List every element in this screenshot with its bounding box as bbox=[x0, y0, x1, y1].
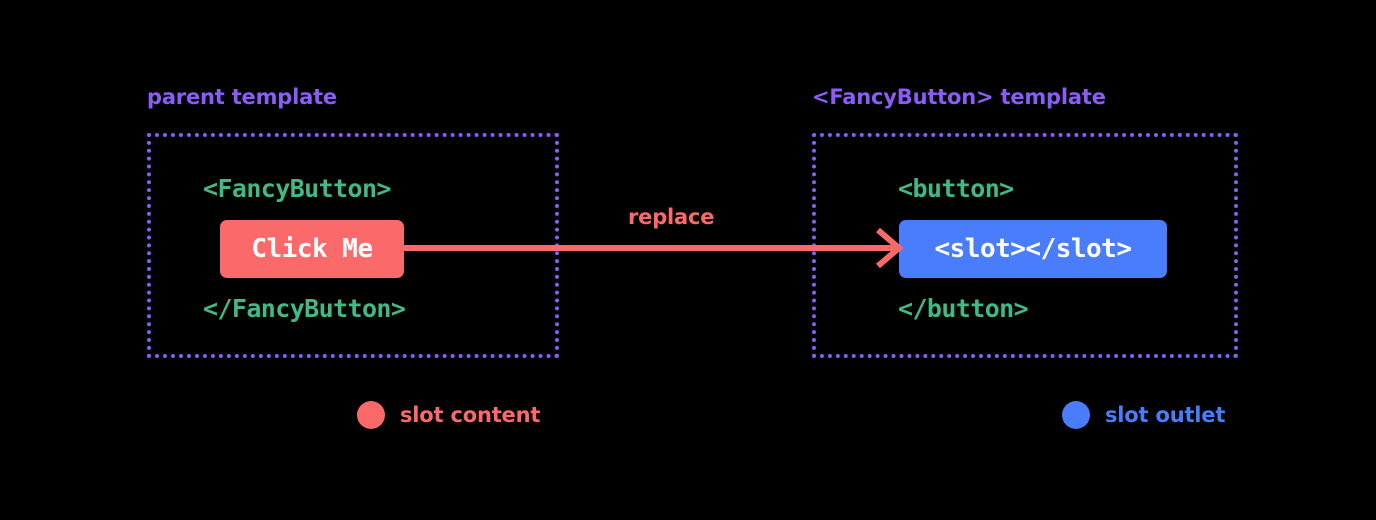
replace-arrow bbox=[404, 227, 904, 269]
arrow-head bbox=[876, 227, 904, 269]
panel-heading-parent-template: parent template bbox=[147, 85, 337, 109]
slot-content-chip-click-me[interactable]: Click Me bbox=[220, 220, 404, 278]
blue-circle-icon bbox=[1062, 401, 1090, 429]
arrow-label-replace: replace bbox=[628, 205, 715, 229]
panel-heading-fancybutton-template: <FancyButton> template bbox=[812, 85, 1106, 109]
code-close-tag-button: </button> bbox=[898, 294, 1029, 323]
legend-label-slot-outlet: slot outlet bbox=[1105, 403, 1226, 427]
slot-outlet-chip-slot[interactable]: <slot></slot> bbox=[899, 220, 1167, 278]
red-circle-icon bbox=[357, 401, 385, 429]
legend-label-slot-content: slot content bbox=[400, 403, 541, 427]
code-open-tag-button: <button> bbox=[898, 174, 1014, 203]
legend-item-slot-content: slot content bbox=[357, 401, 540, 429]
code-open-tag-fancybutton: <FancyButton> bbox=[203, 174, 391, 203]
code-close-tag-fancybutton: </FancyButton> bbox=[203, 294, 406, 323]
legend-item-slot-outlet: slot outlet bbox=[1062, 401, 1225, 429]
